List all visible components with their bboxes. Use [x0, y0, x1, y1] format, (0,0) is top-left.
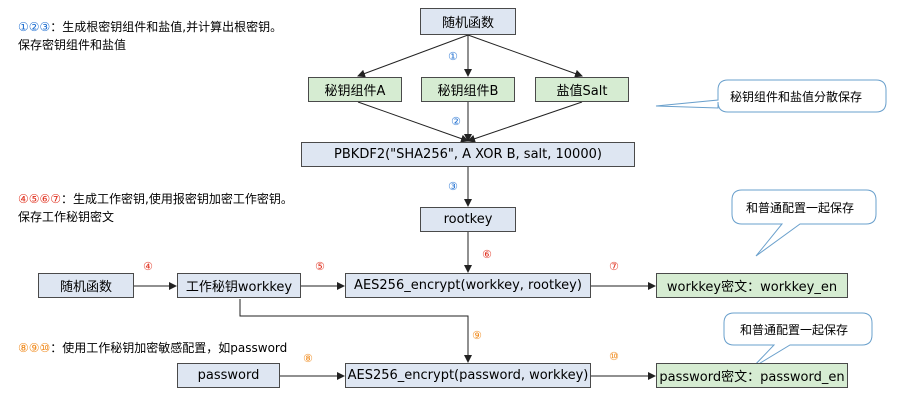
note-work-key: ④⑤⑥⑦：生成工作密钥,使用报密钥加密工作密钥。 保存工作秘钥密文	[18, 190, 293, 226]
step-mark-3: ③	[448, 180, 458, 193]
salt-box: 盐值Salt	[535, 77, 629, 102]
step-mark-5: ⑤	[315, 260, 325, 273]
callout-store-with-config-1: 和普通配置一起保存	[746, 201, 855, 215]
arrow-random-to-a	[357, 34, 469, 78]
arrow-random-to-salt	[467, 34, 583, 78]
step-mark-8: ⑧	[303, 352, 313, 365]
note-password-text: ：使用工作秘钥加密敏感配置，如password	[50, 341, 288, 355]
note-root-key-marks: ①②③	[18, 20, 51, 34]
step-mark-6: ⑥	[482, 248, 492, 261]
password-cipher-box: password密文：password_en	[656, 363, 848, 388]
note-password: ⑧⑨⑩：使用工作秘钥加密敏感配置，如password	[18, 339, 287, 357]
note-root-key-text: ：生成根密钥组件和盐值,并计算出根密钥。	[50, 20, 283, 34]
callout-bubble-store-2	[723, 312, 873, 369]
callout-bubble-store-1	[731, 189, 877, 257]
note-root-key-line2: 保存密钥组件和盐值	[18, 38, 127, 52]
step-mark-1: ①	[448, 50, 458, 63]
note-work-key-marks: ④⑤⑥⑦	[18, 192, 62, 206]
random-function-box-left: 随机函数	[38, 273, 134, 298]
step-mark-7: ⑦	[609, 260, 619, 273]
step-mark-2: ②	[451, 115, 461, 128]
aes-encrypt-workkey-box: AES256_encrypt(workkey, rootkey)	[345, 273, 591, 298]
arrow-salt-to-pbkdf2	[467, 101, 583, 143]
workkey-cipher-box: workkey密文：workkey_en	[656, 273, 848, 298]
step-mark-10: ⑩	[609, 350, 619, 363]
password-box: password	[177, 363, 280, 388]
step-mark-4: ④	[143, 260, 153, 273]
component-b-box: 秘钥组件B	[421, 77, 515, 102]
arrow-a-to-pbkdf2	[357, 101, 469, 143]
note-root-key: ①②③：生成根密钥组件和盐值,并计算出根密钥。 保存密钥组件和盐值	[18, 18, 282, 54]
note-work-key-line2: 保存工作秘钥密文	[18, 210, 115, 224]
callout-separate-storage: 秘钥组件和盐值分散保存	[730, 90, 863, 104]
workkey-box: 工作秘钥workkey	[177, 273, 301, 298]
arrow-workkey-to-aes2	[239, 299, 472, 363]
aes-encrypt-password-box: AES256_encrypt(password, workkey)	[345, 363, 591, 388]
component-a-box: 秘钥组件A	[308, 77, 402, 102]
rootkey-box: rootkey	[420, 207, 516, 232]
callout-store-with-config-2: 和普通配置一起保存	[740, 323, 849, 337]
pbkdf2-box: PBKDF2("SHA256", A XOR B, salt, 10000)	[301, 142, 635, 167]
random-function-box-top: 随机函数	[420, 8, 516, 35]
note-password-marks: ⑧⑨⑩	[18, 341, 51, 355]
callout-bubble-separate-storage	[655, 79, 887, 113]
step-mark-9: ⑨	[472, 329, 482, 342]
note-work-key-text: ：生成工作密钥,使用报密钥加密工作密钥。	[61, 192, 293, 206]
